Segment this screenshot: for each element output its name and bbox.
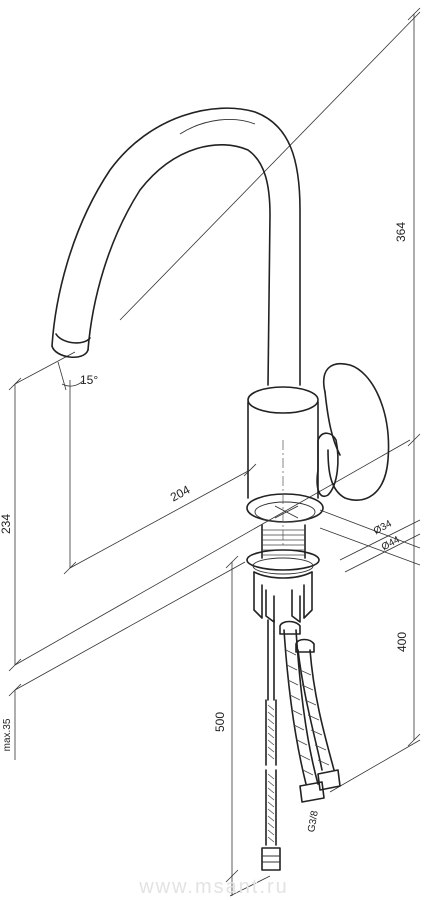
dim-label-204: 204 (168, 482, 193, 504)
watermark: www.msant.ru (138, 876, 289, 898)
supply-hoses (261, 619, 341, 871)
dim-label-d44: Ø44 (380, 534, 402, 553)
dim-label-max35: max.35 (2, 718, 13, 751)
dim-label-364: 364 (394, 222, 408, 242)
dim-label-234: 234 (0, 514, 13, 534)
dim-label-400: 400 (395, 632, 409, 652)
dim-label-15-degrees: 15° (80, 373, 98, 387)
dimension-marks (8, 7, 421, 896)
mounting-shank (246, 524, 320, 623)
thread-label-g3-8: G3/8 (306, 810, 321, 834)
dim-label-500: 500 (213, 712, 227, 732)
faucet-lever-handle (316, 363, 390, 501)
faucet-spout (51, 107, 301, 386)
faucet-body (246, 386, 324, 545)
extension-lines (14, 11, 421, 897)
